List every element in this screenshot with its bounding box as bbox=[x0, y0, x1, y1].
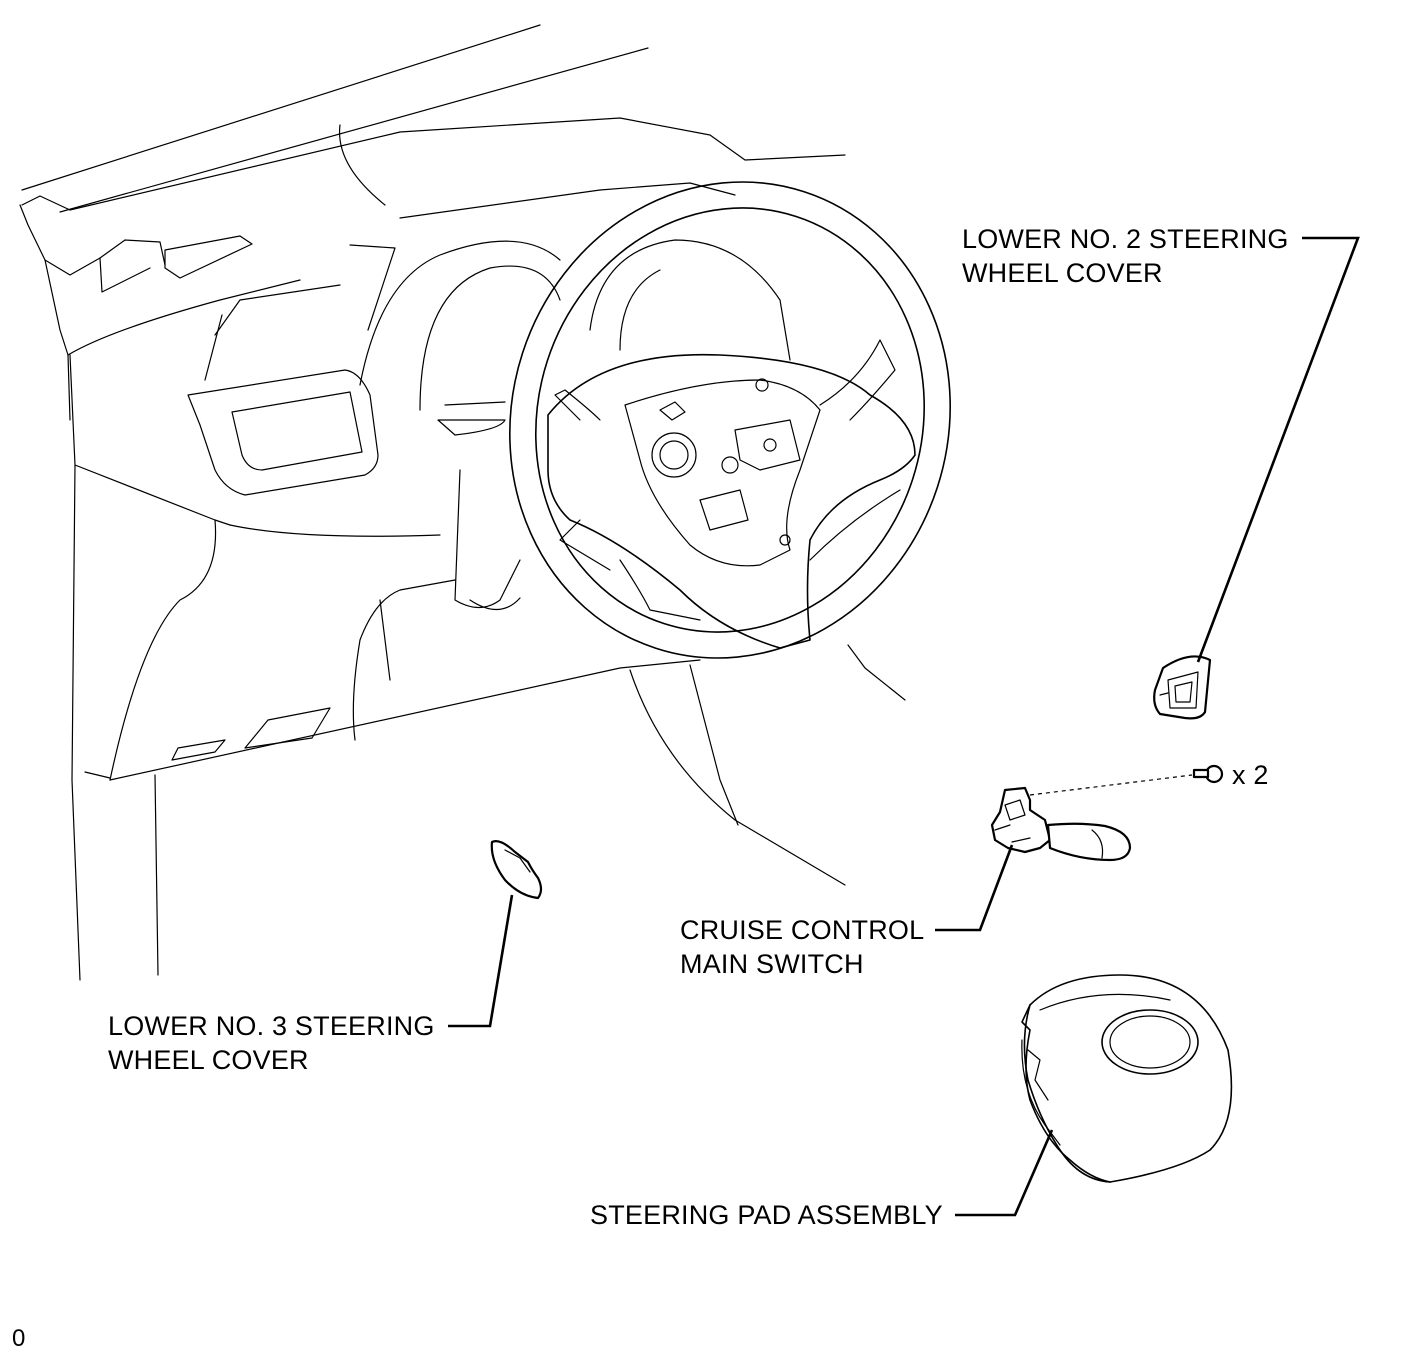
label-line: x 2 bbox=[1232, 760, 1269, 790]
label-line: WHEEL COVER bbox=[108, 1045, 309, 1075]
label-line: WHEEL COVER bbox=[962, 258, 1163, 288]
label-lower-no3-cover: LOWER NO. 3 STEERING WHEEL COVER bbox=[108, 1009, 435, 1077]
leader-cruise-switch bbox=[935, 844, 1014, 932]
label-steering-pad: STEERING PAD ASSEMBLY bbox=[590, 1198, 943, 1232]
label-cruise-switch: CRUISE CONTROL MAIN SWITCH bbox=[680, 913, 924, 981]
figure-code: 0 bbox=[12, 1322, 26, 1356]
lower-no2-cover-part bbox=[1153, 655, 1212, 720]
leader-steering-pad bbox=[955, 1129, 1054, 1217]
label-line: MAIN SWITCH bbox=[680, 949, 864, 979]
screw-part bbox=[1029, 764, 1224, 796]
steering-pad-part bbox=[1021, 974, 1233, 1183]
label-line: LOWER NO. 3 STEERING bbox=[108, 1011, 435, 1041]
leader-lower-no2 bbox=[1196, 236, 1360, 663]
label-line: STEERING PAD ASSEMBLY bbox=[590, 1200, 943, 1230]
leader-lower-no3 bbox=[448, 894, 514, 1028]
steering-wheel bbox=[509, 181, 951, 659]
label-screw-qty: x 2 bbox=[1232, 758, 1269, 792]
dashboard-outline bbox=[19, 24, 906, 981]
label-line: LOWER NO. 2 STEERING bbox=[962, 224, 1289, 254]
label-lower-no2-cover: LOWER NO. 2 STEERING WHEEL COVER bbox=[962, 222, 1289, 290]
label-line: CRUISE CONTROL bbox=[680, 915, 925, 945]
cruise-switch-part bbox=[990, 786, 1132, 862]
figure-code-text: 0 bbox=[12, 1325, 26, 1352]
lower-no3-cover-part bbox=[490, 840, 543, 900]
leader-lines bbox=[448, 236, 1360, 1217]
